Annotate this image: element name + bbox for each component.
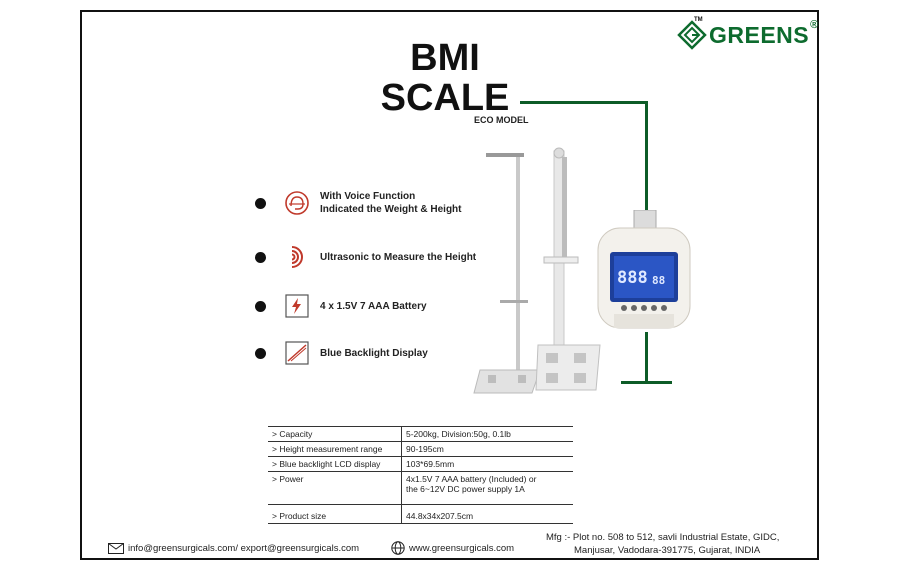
- footer-email: info@greensurgicals.com/ export@greensur…: [108, 543, 359, 554]
- battery-bolt-icon: [284, 293, 310, 319]
- spec-value-line-2: the 6~12V DC power supply 1A: [406, 484, 525, 494]
- spec-value: 103*69.5mm: [401, 456, 573, 472]
- spec-key: > Height measurement range: [268, 441, 402, 457]
- feature-battery: 4 x 1.5V 7 AAA Battery: [255, 293, 427, 319]
- registered-mark: ®: [810, 19, 819, 31]
- feature-ultrasonic-text: Ultrasonic to Measure the Height: [320, 251, 477, 263]
- brand-name: GREENS: [709, 21, 810, 48]
- globe-icon: [391, 541, 405, 555]
- title-line-1: BMI: [410, 37, 480, 79]
- bullet-dot: [255, 300, 266, 312]
- voice-head-icon: [284, 190, 310, 216]
- spec-value-line-1: 4x1.5V 7 AAA battery (Included) or: [406, 474, 537, 484]
- lcd-main-digits: 888: [617, 268, 648, 288]
- lcd-display-unit: 888 88: [597, 210, 691, 329]
- table-row: > Height measurement range 90-195cm: [268, 441, 573, 457]
- table-row: > Capacity 5-200kg, Division:50g, 0.1lb: [268, 426, 573, 442]
- footer-address: Mfg :- Plot no. 508 to 512, savli Indust…: [546, 531, 779, 557]
- spec-value: 4x1.5V 7 AAA battery (Included) or the 6…: [401, 471, 573, 505]
- spec-value: 5-200kg, Division:50g, 0.1lb: [401, 426, 573, 442]
- lcd-small-digits: 88: [652, 274, 665, 287]
- feature-voice-line-1: With Voice Function: [320, 191, 416, 202]
- scale-product-image: [473, 147, 601, 394]
- feature-display: Blue Backlight Display: [255, 340, 428, 366]
- bullet-dot: [255, 251, 266, 263]
- spec-key: > Power: [268, 471, 402, 505]
- spec-key: > Product size: [268, 504, 402, 524]
- ultrasonic-wave-icon: [284, 244, 310, 270]
- connector-line-top: [520, 101, 647, 104]
- feature-voice-line-2: Indicated the Weight & Height: [320, 204, 462, 215]
- spec-value: 90-195cm: [401, 441, 573, 457]
- address-line-2: Manjusar, Vadodara-391775, Gujarat, INDI…: [574, 545, 761, 556]
- feature-battery-text: 4 x 1.5V 7 AAA Battery: [320, 300, 427, 312]
- brand-logo: TM GREENS ®: [677, 17, 819, 50]
- model-label: ECO MODEL: [474, 115, 529, 125]
- connector-line-vertical-bottom: [645, 332, 648, 384]
- table-row: > Product size 44.8x34x207.5cm: [268, 504, 573, 524]
- backlight-display-icon: [284, 340, 310, 366]
- spec-key: > Blue backlight LCD display: [268, 456, 402, 472]
- greens-diamond-icon: [677, 20, 707, 50]
- table-row: > Blue backlight LCD display 103*69.5mm: [268, 456, 573, 472]
- bullet-dot: [255, 347, 266, 359]
- feature-display-text: Blue Backlight Display: [320, 347, 428, 359]
- specifications-table: > Capacity 5-200kg, Division:50g, 0.1lb …: [268, 426, 573, 524]
- spec-value: 44.8x34x207.5cm: [401, 504, 573, 524]
- connector-line-vertical-top: [645, 101, 648, 213]
- table-row: > Power 4x1.5V 7 AAA battery (Included) …: [268, 471, 573, 505]
- footer-website: www.greensurgicals.com: [391, 541, 514, 555]
- mail-icon: [108, 543, 124, 554]
- bullet-dot: [255, 197, 266, 209]
- page-title: BMI SCALE: [375, 38, 515, 118]
- email-link[interactable]: info@greensurgicals.com/ export@greensur…: [128, 543, 360, 554]
- feature-voice: With Voice Function Indicated the Weight…: [255, 190, 461, 216]
- trademark-mark: TM: [694, 17, 703, 23]
- address-line-1: Mfg :- Plot no. 508 to 512, savli Indust…: [546, 532, 780, 543]
- title-line-2: SCALE: [380, 77, 510, 119]
- feature-ultrasonic: Ultrasonic to Measure the Height: [255, 244, 476, 270]
- connector-line-bottom: [621, 381, 672, 384]
- spec-key: > Capacity: [268, 426, 402, 442]
- website-link[interactable]: www.greensurgicals.com: [409, 542, 515, 554]
